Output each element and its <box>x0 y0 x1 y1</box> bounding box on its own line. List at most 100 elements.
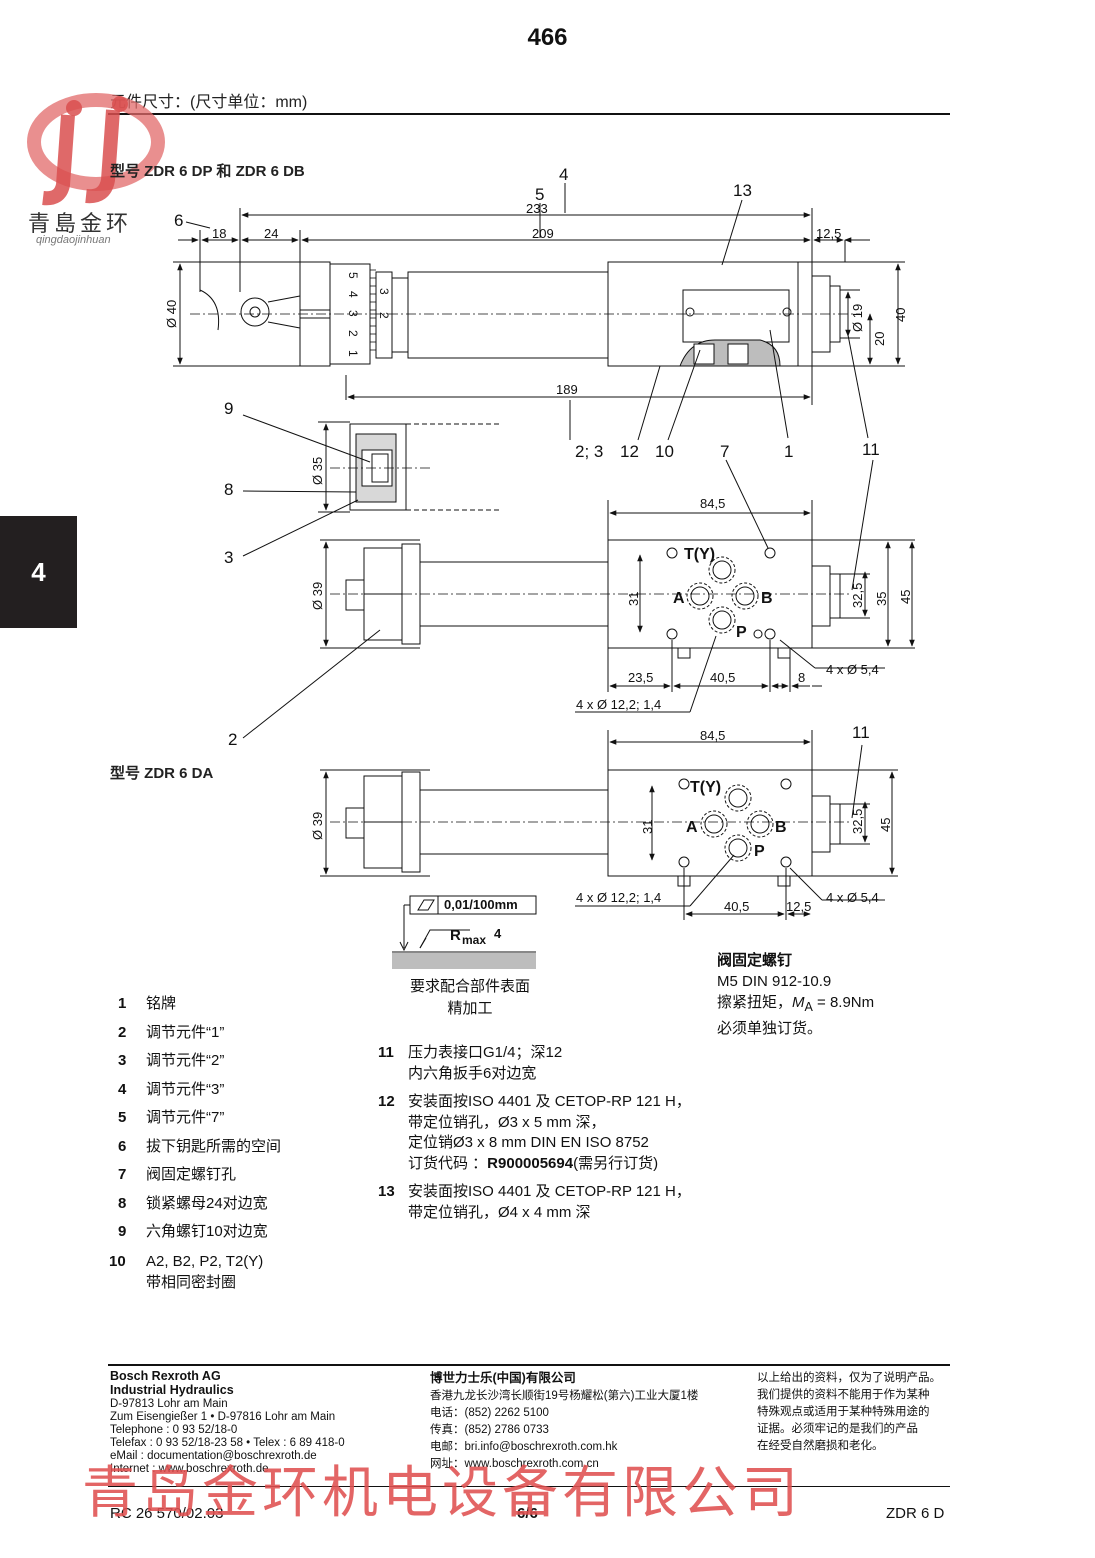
logo-text: 青島金环 <box>28 212 133 237</box>
footer-col-disclaimer: 以上给出的资料，仅为了说明产品。 我们提供的资料不能用于作为某种 特殊观点或适用… <box>757 1372 941 1452</box>
surface-hatch <box>392 953 536 969</box>
dim-40-5: 40,5 <box>710 670 735 685</box>
dim-45: 45 <box>898 590 913 604</box>
dim-32-5-b: 32,5 <box>850 809 865 834</box>
product-code: ZDR 6 D <box>886 1505 945 1522</box>
port-p: P <box>736 624 747 641</box>
dim-45-b: 45 <box>878 818 893 832</box>
dim-233: 233 <box>526 201 548 216</box>
port-p-b: P <box>754 843 765 860</box>
callout-10: 10 <box>655 442 674 461</box>
dim-40-v: 40 <box>893 308 908 322</box>
dim-20: 20 <box>872 332 887 346</box>
port-a-b: A <box>686 819 698 836</box>
doc-code: RC 26 570/02.03 <box>110 1505 224 1522</box>
dim-4x12-2: 4 x Ø 12,2; 1,4 <box>576 697 661 712</box>
dimension-drawing: 233 209 18 24 12,5 189 84,5 23,5 40,5 8 … <box>164 165 915 969</box>
company-logo: 青島金环 qingdaojinhuan <box>8 90 198 250</box>
dim-12-5: 12,5 <box>816 226 841 241</box>
callout-11-b: 11 <box>852 723 870 742</box>
port-t: T(Y) <box>684 546 715 563</box>
fastener-note: 阀固定螺钉 M5 DIN 912-10.9 擦紧扭矩，MA = 8.9Nm 必须… <box>717 950 874 1039</box>
note-item: 13 安装面按ISO 4401 及 CETOP-RP 121 H，带定位销孔，Ø… <box>378 1183 691 1221</box>
flatness-tolerance: 0,01/100mm <box>444 897 518 912</box>
dim-84-5: 84,5 <box>700 496 725 511</box>
scale-4: 4 <box>346 291 360 298</box>
page-number: 466 <box>527 24 568 51</box>
callout-6: 6 <box>174 211 183 230</box>
port-t-b: T(Y) <box>690 779 721 796</box>
dim-23-5: 23,5 <box>628 670 653 685</box>
dim-dia39-b: Ø 39 <box>310 812 325 840</box>
scale-3: 3 <box>346 310 360 317</box>
dim-40-5-b: 40,5 <box>724 899 749 914</box>
callout-13: 13 <box>733 181 752 200</box>
footer-company-cn: 博世力士乐(中国)有限公司 <box>430 1371 576 1385</box>
port-b: B <box>761 590 773 607</box>
rmax-label: R <box>450 927 461 944</box>
dim-31: 31 <box>626 592 641 606</box>
dim-12-5-b: 12,5 <box>786 899 811 914</box>
logo-subtext: qingdaojinhuan <box>36 234 111 246</box>
knob-digit-3: 3 <box>377 288 391 295</box>
chapter-tab: 4 <box>0 516 77 628</box>
note-item: 12 安装面按ISO 4401 及 CETOP-RP 121 H，带定位销孔，Ø… <box>378 1093 691 1172</box>
rmax-sub: max <box>462 933 486 947</box>
dim-4x5-4-b: 4 x Ø 5,4 <box>826 890 879 905</box>
dim-32-5: 32,5 <box>850 583 865 608</box>
bottom-rule <box>108 1486 950 1487</box>
page-of: 6/6 <box>517 1505 538 1522</box>
surface-note: 要求配合部件表面 精加工 <box>380 976 560 1020</box>
model-title-dp-db: 型号 ZDR 6 DP 和 ZDR 6 DB <box>110 163 305 180</box>
logo-mark-icon <box>27 93 165 206</box>
dim-18: 18 <box>212 226 226 241</box>
dim-4x12-2-b: 4 x Ø 12,2; 1,4 <box>576 890 661 905</box>
callout-4: 4 <box>559 165 568 184</box>
dim-24: 24 <box>264 226 278 241</box>
footer-col-china: 博世力士乐(中国)有限公司 香港九龙长沙湾长顺街19号杨耀松(第六)工业大厦1楼… <box>430 1371 699 1470</box>
dim-dia39: Ø 39 <box>310 582 325 610</box>
watermark: 青岛金环机电设备有限公司 <box>82 1461 802 1526</box>
footer-rule <box>108 1364 950 1366</box>
dim-189: 189 <box>556 382 578 397</box>
scale-2: 2 <box>346 330 360 337</box>
fastener-torque: 擦紧扭矩，MA = 8.9Nm <box>717 994 875 1014</box>
footer-col-bosch: Bosch Rexroth AG Industrial Hydraulics D… <box>110 1369 345 1476</box>
fastener-title: 阀固定螺钉 <box>717 952 793 969</box>
callout-9: 9 <box>224 399 233 418</box>
scale-1: 1 <box>346 350 360 357</box>
header-rule <box>108 113 950 115</box>
surface-note-line1: 要求配合部件表面 <box>409 978 530 995</box>
callout-3: 3 <box>224 548 233 567</box>
callout-1: 1 <box>784 442 793 461</box>
callout-12: 12 <box>620 442 639 461</box>
scale-5: 5 <box>346 272 360 279</box>
surface-note-line2: 精加工 <box>447 1000 493 1017</box>
rmax-value: 4 <box>494 926 502 941</box>
callout-5: 5 <box>535 185 544 204</box>
dim-dia19: Ø 19 <box>850 304 865 332</box>
model-title-da: 型号 ZDR 6 DA <box>110 765 214 782</box>
dim-4x5-4: 4 x Ø 5,4 <box>826 662 879 677</box>
callout-7: 7 <box>720 442 729 461</box>
knob-digit-2: 2 <box>377 312 391 319</box>
footer-company: Bosch Rexroth AG <box>110 1369 221 1383</box>
footer-division: Industrial Hydraulics <box>110 1383 234 1397</box>
port-a: A <box>673 590 685 607</box>
callout-11: 11 <box>862 440 880 459</box>
callout-2: 2 <box>228 730 237 749</box>
dim-84-5-b: 84,5 <box>700 728 725 743</box>
dim-dia35: Ø 35 <box>310 457 325 485</box>
callout-8: 8 <box>224 480 233 499</box>
dim-dia40: Ø 40 <box>164 300 179 328</box>
